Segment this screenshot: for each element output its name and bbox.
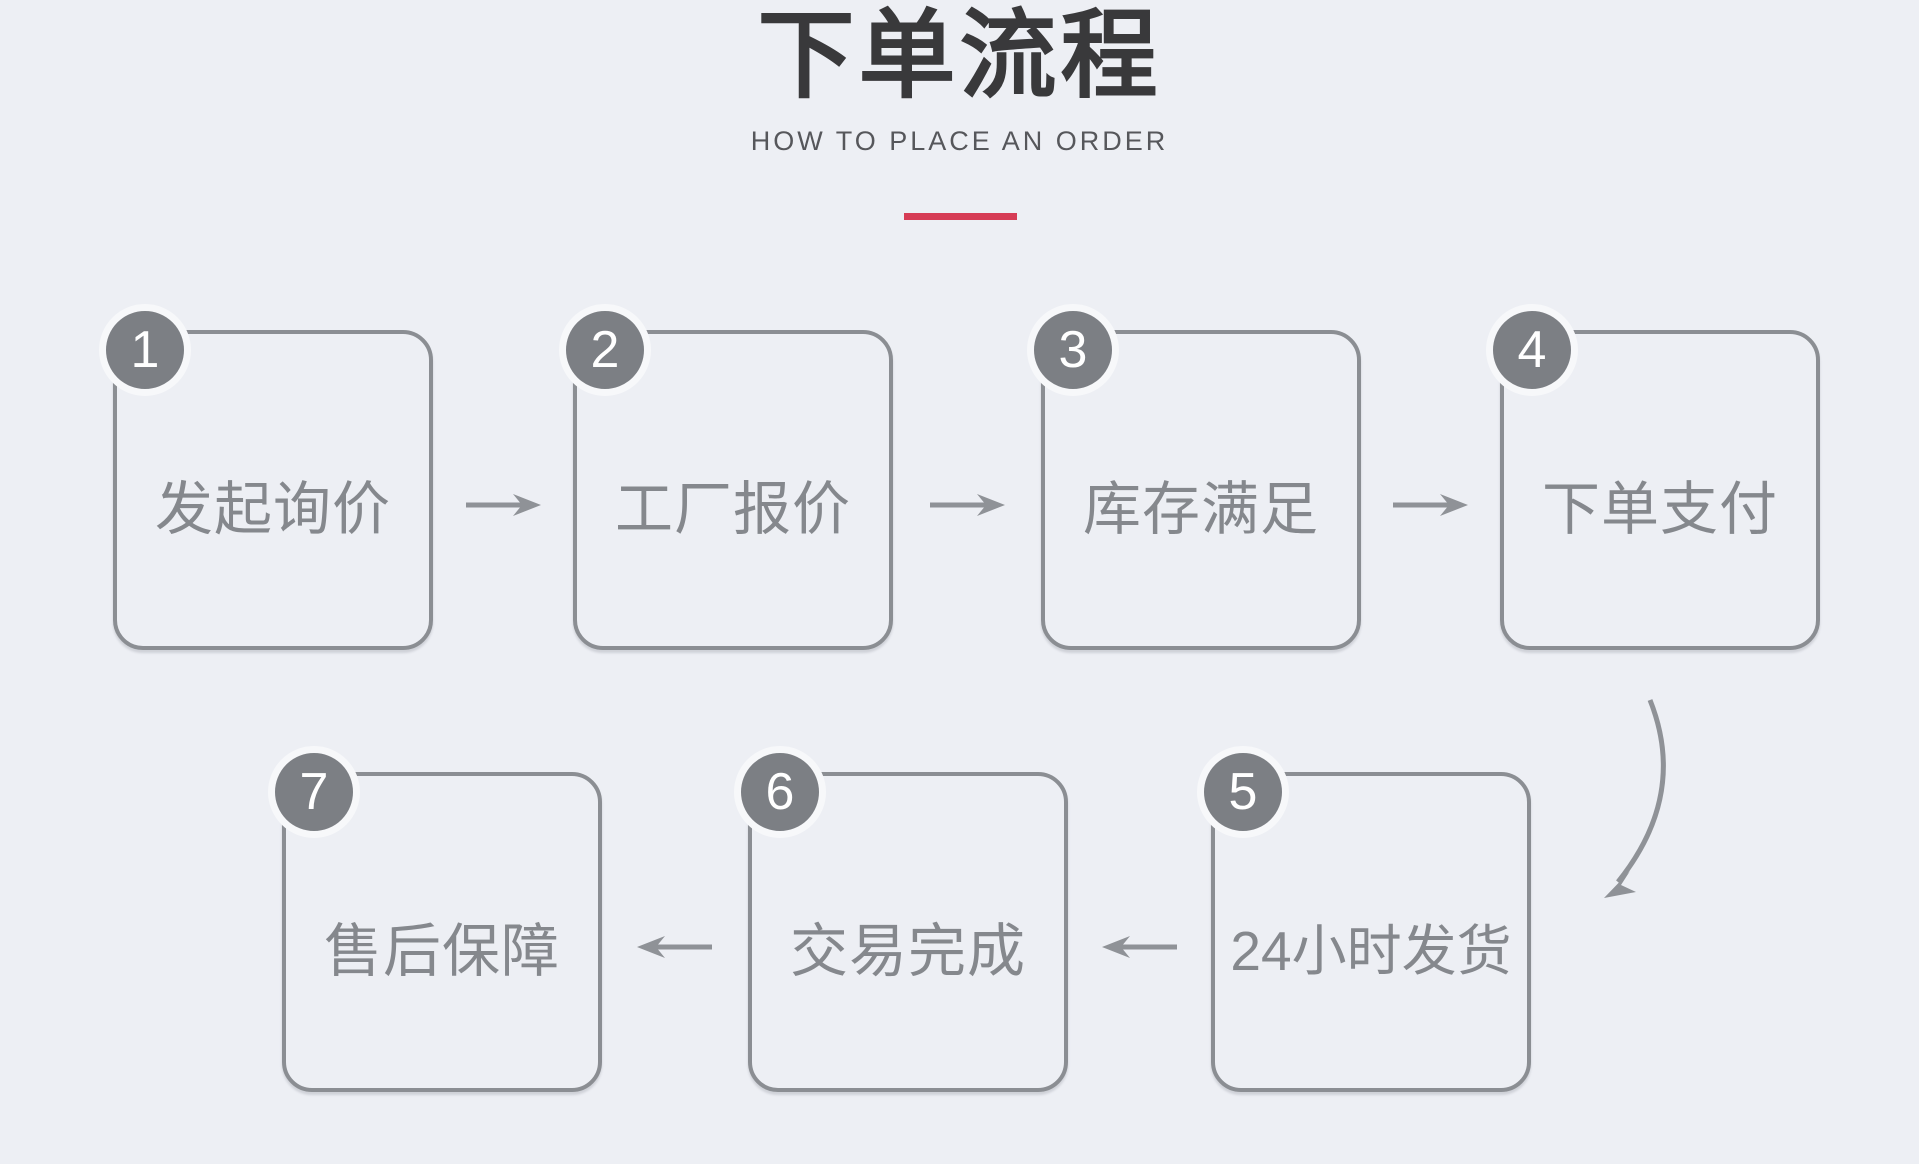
- step-box-1: 1 发起询价: [99, 304, 433, 650]
- step-box-7: 7 售后保障: [268, 746, 602, 1092]
- arrow-right-icon: [463, 490, 543, 520]
- page-subtitle: HOW TO PLACE AN ORDER: [750, 126, 1169, 156]
- step-label: 24小时发货: [1230, 920, 1512, 982]
- accent-underline: [904, 213, 1017, 220]
- arrow-right-icon: [1390, 490, 1470, 520]
- step-number-badge: 7: [268, 746, 360, 838]
- curved-arrow-down-icon: [1560, 660, 1710, 920]
- arrow-right-icon: [927, 490, 1007, 520]
- step-number-badge: 5: [1197, 746, 1289, 838]
- step-box-3: 3 库存满足: [1027, 304, 1361, 650]
- step-box-4: 4 下单支付: [1486, 304, 1820, 650]
- arrow-left-icon: [1100, 932, 1180, 962]
- step-label: 售后保障: [323, 919, 560, 984]
- step-number-badge: 2: [559, 304, 651, 396]
- step-label: 下单支付: [1541, 477, 1778, 542]
- step-label: 工厂报价: [614, 477, 851, 542]
- step-label: 发起询价: [154, 477, 391, 542]
- step-number-badge: 3: [1027, 304, 1119, 396]
- step-label: 交易完成: [789, 919, 1026, 984]
- step-box-5: 5 24小时发货: [1197, 746, 1531, 1092]
- step-box-2: 2 工厂报价: [559, 304, 893, 650]
- step-box-6: 6 交易完成: [734, 746, 1068, 1092]
- step-number-badge: 1: [99, 304, 191, 396]
- page-title: 下单流程: [757, 1, 1162, 110]
- step-label: 库存满足: [1082, 477, 1319, 542]
- step-number-badge: 6: [734, 746, 826, 838]
- arrow-left-icon: [635, 932, 715, 962]
- step-number-badge: 4: [1486, 304, 1578, 396]
